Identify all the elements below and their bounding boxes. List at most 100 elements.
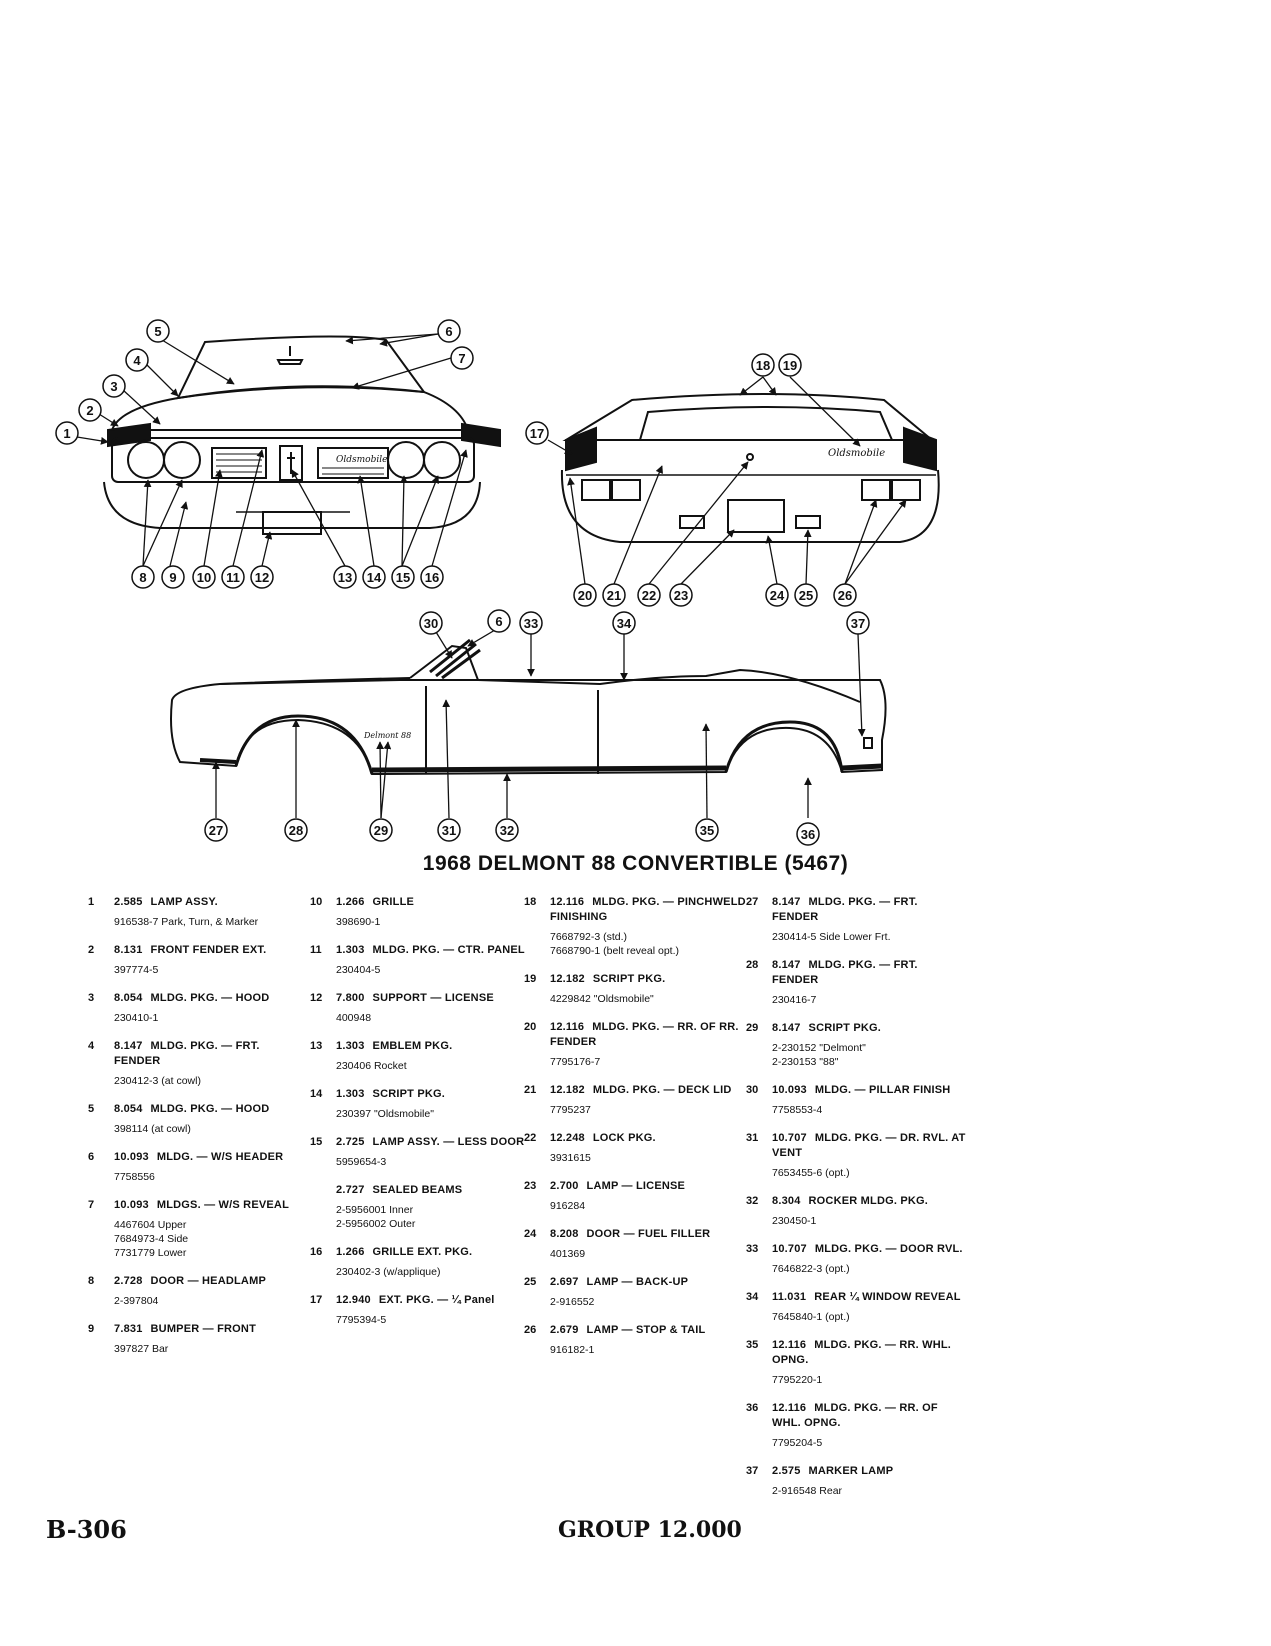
part-number-line: 916182-1 (550, 1344, 595, 1356)
callout-10: 10 (192, 565, 216, 589)
item-number: 19 (524, 973, 537, 985)
callout-25: 25 (794, 583, 818, 607)
item-part-numbers: 916538-7 Park, Turn, & Marker (114, 915, 308, 929)
callout-5: 5 (146, 319, 170, 343)
item-part-numbers: 7758556 (114, 1170, 308, 1184)
grille-left (211, 447, 267, 479)
svg-text:2: 2 (86, 403, 93, 418)
center-panel (279, 445, 303, 481)
svg-text:16: 16 (425, 570, 439, 585)
item-part-numbers: 7645840-1 (opt.) (772, 1310, 966, 1324)
item-description: SUPPORT — LICENSE (372, 992, 494, 1004)
item-number: 23 (524, 1180, 537, 1192)
part-number-line: 230450-1 (772, 1215, 817, 1227)
grille-right-hatch (322, 467, 384, 475)
callout-15: 15 (391, 565, 415, 589)
item-number: 32 (746, 1195, 759, 1207)
item-group-code: 12.116 (550, 1021, 585, 1033)
item-description: MLDG. PKG. — FRT. FENDER (772, 959, 918, 986)
item-group-code: 10.093 (772, 1084, 807, 1096)
item-group-code: 1.303 (336, 944, 365, 956)
item-group-code: 10.093 (114, 1151, 149, 1163)
item-description: GRILLE (372, 896, 415, 908)
deck-lock (746, 453, 754, 461)
part-number-line: 230404-5 (336, 964, 381, 976)
callout-22: 22 (637, 583, 661, 607)
svg-text:7: 7 (458, 351, 465, 366)
item-part-numbers: 2-916548 Rear (772, 1484, 966, 1498)
side-view (170, 638, 887, 776)
part-number-line: 7795394-5 (336, 1314, 387, 1326)
part-number-line: 230410-1 (114, 1012, 159, 1024)
item-number: 30 (746, 1084, 759, 1096)
item-description: EMBLEM PKG. (372, 1040, 453, 1052)
item-part-numbers: 230450-1 (772, 1214, 966, 1228)
rear-body (560, 469, 940, 543)
part-number-line: 7758556 (114, 1171, 155, 1183)
front-bumper (103, 481, 481, 529)
rear-leaders (547, 376, 907, 585)
item-part-numbers: 7795394-5 (336, 1313, 530, 1327)
item-part-numbers: 398114 (at cowl) (114, 1122, 308, 1136)
item-description: GRILLE EXT. PKG. (372, 1246, 473, 1258)
svg-text:22: 22 (642, 588, 656, 603)
item-number: 5 (88, 1103, 95, 1115)
callout-30: 30 (419, 611, 443, 635)
rear-whl-opng-molding (841, 763, 883, 771)
hood-line (219, 677, 411, 685)
callout-16: 16 (420, 565, 444, 589)
part-number-line: 230397 "Oldsmobile" (336, 1108, 434, 1120)
item-description: BUMPER — FRONT (150, 1323, 256, 1335)
callout-13: 13 (333, 565, 357, 589)
svg-text:33: 33 (524, 616, 538, 631)
svg-text:6: 6 (445, 324, 452, 339)
rear-wheel-opening (724, 720, 844, 773)
part-number-line: 5959654-3 (336, 1156, 387, 1168)
item-number: 35 (746, 1339, 759, 1351)
item-group-code: 10.093 (114, 1199, 149, 1211)
item-part-numbers: 4229842 "Oldsmobile" (550, 992, 754, 1006)
item-description: DOOR — FUEL FILLER (586, 1228, 711, 1240)
part-number-line: 2-230152 "Delmont" (772, 1042, 866, 1054)
item-description: MLDG. PKG. — DR. RVL. AT VENT (772, 1132, 966, 1159)
rear-quarter-right (903, 426, 937, 472)
side-body-outline (170, 679, 887, 776)
item-group-code: 12.116 (772, 1339, 807, 1351)
item-part-numbers: 230404-5 (336, 963, 530, 977)
svg-text:20: 20 (578, 588, 592, 603)
license-support (262, 511, 322, 535)
item-group-code: 2.585 (114, 896, 143, 908)
item-part-numbers: 7795220-1 (772, 1373, 966, 1387)
item-number: 34 (746, 1291, 759, 1303)
callout-27: 27 (204, 818, 228, 842)
grille-left-hatch (216, 453, 262, 473)
item-description: MLDG. PKG. — RR. WHL. OPNG. (772, 1339, 952, 1366)
part-number-line: 2-397804 (114, 1295, 159, 1307)
part-number-line: 7795237 (550, 1104, 591, 1116)
svg-text:17: 17 (530, 426, 544, 441)
item-number: 10 (310, 896, 323, 908)
item-part-numbers: 7795204-5 (772, 1436, 966, 1450)
item-group-code: 2.700 (550, 1180, 579, 1192)
item-group-code: 8.147 (772, 1022, 801, 1034)
